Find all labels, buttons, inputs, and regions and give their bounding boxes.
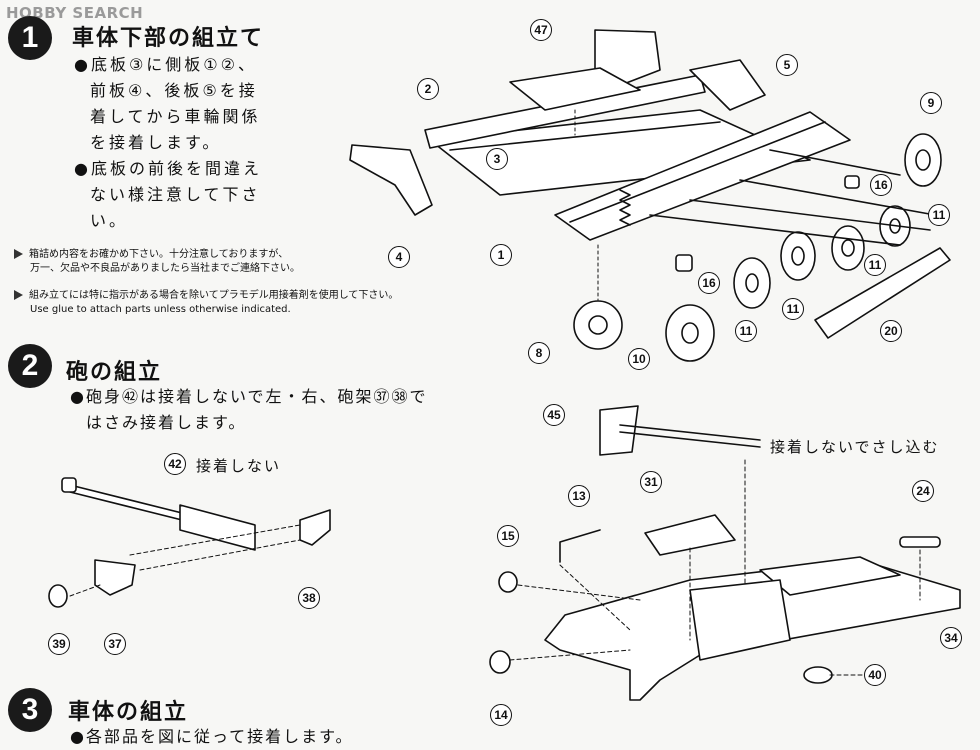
part-number-15: 15	[497, 525, 519, 547]
step2-title: 砲の組立	[66, 360, 163, 385]
arrow-icon	[14, 290, 23, 300]
note-line: 箱詰め内容をお確かめ下さい。十分注意しておりますが、	[29, 249, 289, 260]
part-number-16: 16	[698, 272, 720, 294]
part-number-34: 34	[940, 627, 962, 649]
part-number-14: 14	[490, 704, 512, 726]
step1-line: 前板④、後板⑤を接	[90, 81, 258, 100]
part-number-5: 5	[776, 54, 798, 76]
step2-instructions: ●砲身㊷は接着しないで左・右、砲架㊲㊳で はさみ接着します。	[70, 384, 427, 436]
part-number-11: 11	[735, 320, 757, 342]
step3-badge: 3	[8, 688, 52, 732]
note-line: 万一、欠品や不良品がありましたら当社までご連絡下さい。	[30, 263, 300, 274]
step1-line: を接着します。	[90, 133, 222, 152]
part-number-40: 40	[864, 664, 886, 686]
part-number-39: 39	[48, 633, 70, 655]
part-number-1: 1	[490, 244, 512, 266]
part-number-13: 13	[568, 485, 590, 507]
part-number-4: 4	[388, 246, 410, 268]
note-glue: 組み立てには特に指示がある場合を除いてプラモデル用接着剤を使用して下さい。 Us…	[14, 289, 398, 317]
step1-line: ない様注意して下さ	[90, 185, 261, 204]
part-number-10: 10	[628, 348, 650, 370]
gun-drawing	[48, 477, 331, 608]
step1-line: ●底板の前後を間違え	[74, 159, 262, 178]
step1-badge: 1	[8, 16, 52, 60]
step2-badge: 2	[8, 344, 52, 388]
arrow-icon	[14, 249, 23, 259]
step3-title: 車体の組立	[68, 700, 189, 725]
part-number-16: 16	[870, 174, 892, 196]
part-number-9: 9	[920, 92, 942, 114]
part-number-2: 2	[417, 78, 439, 100]
step2-line: ●砲身㊷は接着しないで左・右、砲架㊲㊳で	[70, 387, 428, 406]
step1-instructions: ●底板③に側板①②、 前板④、後板⑤を接 着してから車輪関係 を接着します。 ●…	[74, 52, 262, 234]
upper-hull-drawing	[489, 405, 961, 701]
part-number-38: 38	[298, 587, 320, 609]
lower-hull-drawing	[349, 29, 951, 362]
note-line: 組み立てには特に指示がある場合を除いてプラモデル用接着剤を使用して下さい。	[29, 290, 399, 301]
part-number-37: 37	[104, 633, 126, 655]
step2-line: はさみ接着します。	[86, 413, 247, 432]
part-number-31: 31	[640, 471, 662, 493]
step1-line: い。	[90, 211, 129, 230]
part-number-3: 3	[486, 148, 508, 170]
part-number-42: 42	[164, 453, 186, 475]
part-number-11: 11	[782, 298, 804, 320]
part-number-47: 47	[530, 19, 552, 41]
step1-line: 着してから車輪関係	[90, 107, 261, 126]
note-contents-check: 箱詰め内容をお確かめ下さい。十分注意しておりますが、 万一、欠品や不良品がありま…	[14, 248, 300, 276]
part-number-11: 11	[928, 204, 950, 226]
step1-title: 車体下部の組立て	[72, 26, 265, 51]
part-number-11: 11	[864, 254, 886, 276]
step2-callout-no-glue: 接着しない	[196, 457, 282, 475]
part-number-20: 20	[880, 320, 902, 342]
step3-callout-insert: 接着しないでさし込む	[770, 438, 940, 456]
part-number-8: 8	[528, 342, 550, 364]
step1-line: ●底板③に側板①②、	[74, 55, 257, 74]
part-number-24: 24	[912, 480, 934, 502]
part-number-45: 45	[543, 404, 565, 426]
note-line: Use glue to attach parts unless otherwis…	[30, 304, 291, 315]
